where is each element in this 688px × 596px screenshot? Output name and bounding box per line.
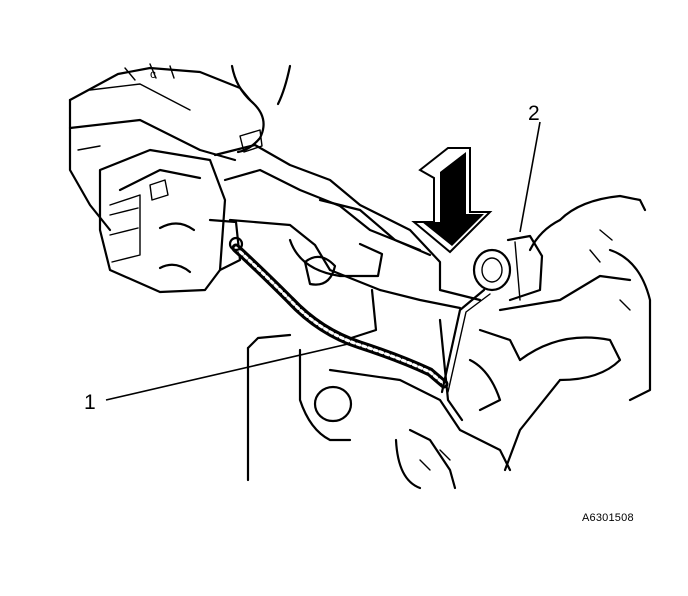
svg-text:c: c (150, 67, 156, 81)
callout-2-leader (519, 121, 541, 233)
lower-frame (246, 318, 512, 490)
right-column (478, 194, 652, 472)
ground-strap (440, 288, 491, 394)
bolt (472, 234, 544, 302)
callout-label-1: 1 (84, 391, 96, 414)
direction-arrow (411, 147, 493, 254)
wiring-harness (228, 236, 449, 389)
top-wire (230, 64, 292, 154)
callout-1-leader (105, 343, 349, 401)
channel-bracket (213, 143, 482, 342)
figure-id: A6301508 (582, 512, 634, 524)
callout-label-2: 2 (528, 102, 540, 125)
upper-housing: c (68, 63, 252, 232)
connector-block (98, 148, 242, 294)
